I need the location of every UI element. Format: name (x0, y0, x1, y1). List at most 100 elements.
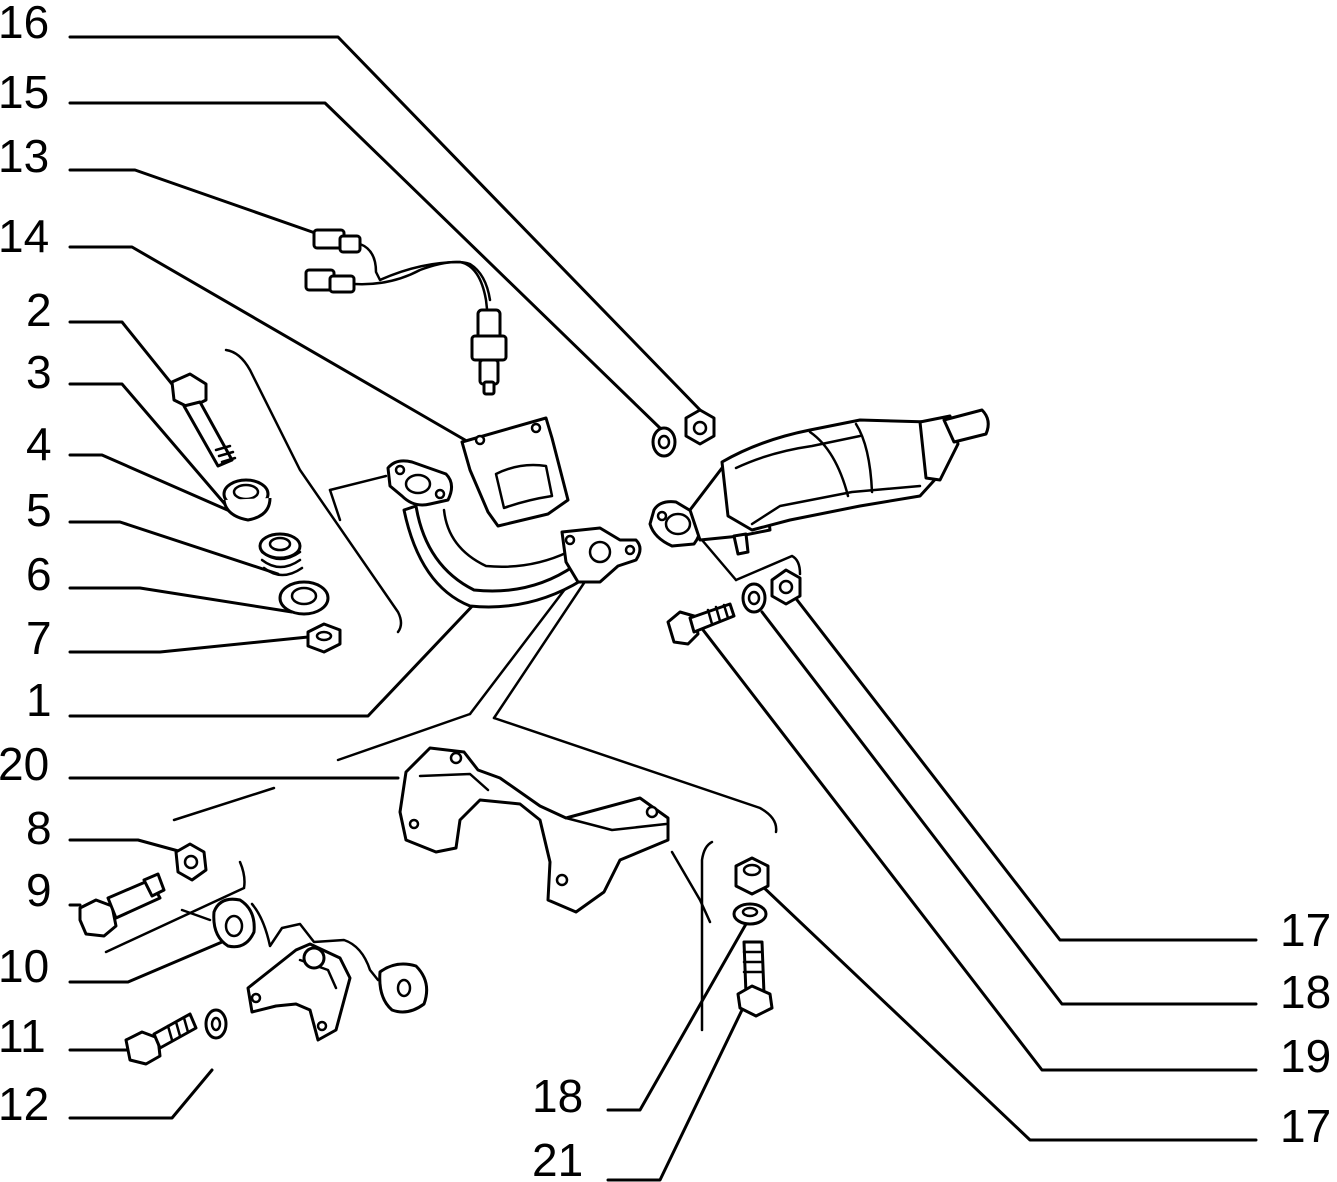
callout-10: 10 (0, 940, 49, 992)
bracket-right-upper (734, 554, 802, 582)
flange-hardware (170, 372, 342, 654)
leader-10 (68, 940, 224, 984)
callout-15: 15 (0, 66, 49, 118)
bracket-right-vertical (700, 840, 714, 1032)
cat-outlet-pipe (942, 408, 990, 444)
leader-lines (68, 35, 1258, 1182)
heat-shield-bulge (494, 463, 554, 510)
bracket-20-hole-b (645, 805, 659, 819)
washer-18-lower-hole (741, 906, 759, 918)
cat-inlet-port (664, 512, 692, 536)
pipe-tube-inner (442, 508, 570, 568)
callout-3: 3 (26, 346, 52, 398)
callout-2: 2 (26, 284, 52, 336)
bracket-pipe-vertical (328, 488, 342, 522)
bracket-bracket-link (180, 908, 212, 922)
heat-shield-body (460, 416, 570, 528)
leader-13 (68, 168, 320, 236)
callout-4: 4 (26, 418, 52, 470)
leader-3 (68, 382, 232, 512)
washer-12-hole (210, 1016, 222, 1032)
leader-19 (698, 624, 1258, 1072)
bracket-left-upper (224, 348, 403, 634)
bracket-20-hole-a (449, 751, 463, 765)
callout-16: 16 (0, 0, 49, 48)
stud-bolt-shank (182, 400, 234, 468)
leader-8 (68, 838, 184, 854)
lower-left-bracket (78, 842, 429, 1066)
bolt-9-tip (142, 872, 166, 898)
leader-17-upper (792, 594, 1258, 942)
callout-13: 13 (0, 130, 49, 182)
bolt-9-shank (106, 878, 162, 920)
cat-hardware-upper (651, 408, 716, 458)
bracket-20-hole-d (555, 873, 569, 887)
cat-heat-rib (808, 422, 874, 498)
callout-17-upper: 17 (1280, 904, 1331, 956)
leader-4 (68, 453, 234, 514)
callout-18-lower: 18 (532, 1070, 583, 1122)
callout-8: 8 (26, 802, 52, 854)
bolt-21-head (736, 984, 774, 1018)
mounting-bracket-20 (398, 746, 670, 914)
leader-18-upper (760, 610, 1258, 1006)
callout-6: 6 (26, 548, 52, 600)
bolt-11-thread (166, 1016, 190, 1042)
leader-5 (68, 520, 280, 576)
callout-12: 12 (0, 1078, 49, 1130)
sensor-wire-2 (352, 260, 492, 302)
cat-body (720, 418, 944, 532)
stud-bolt-head (170, 372, 208, 410)
leader-15 (68, 101, 664, 432)
catalytic-converter (648, 408, 990, 556)
bracket-20-hole-c (408, 818, 420, 830)
leader-1 (68, 598, 480, 718)
callout-19: 19 (1280, 1030, 1331, 1082)
pipe-end-port (588, 540, 612, 564)
leader-7 (68, 634, 320, 654)
spring-seat-hole (232, 483, 260, 501)
cup-washer-hole (290, 586, 318, 606)
callout-17-lower: 17 (1280, 1100, 1331, 1152)
spring-seat-rim (222, 497, 272, 522)
sensor-connector-b2 (328, 274, 356, 294)
pipe-end-bolt-2 (624, 544, 636, 556)
washer-15-hole (657, 434, 671, 450)
callout-20: 20 (0, 738, 49, 790)
pipe-flange-bolt-a (394, 464, 406, 476)
callout-5: 5 (26, 484, 52, 536)
callout-9: 9 (26, 864, 52, 916)
spring-coil-hole (268, 536, 292, 552)
pipe-flange-port (404, 473, 432, 495)
bracket-left-lower (104, 786, 276, 954)
leader-16 (68, 35, 704, 414)
sensor-tip (478, 358, 500, 386)
group-brackets (104, 348, 802, 1032)
hanger-bracket-hole-a (250, 992, 262, 1004)
pipe-flange-bolt-b (434, 488, 446, 500)
bolt-11-shank (152, 1012, 198, 1050)
callout-14: 14 (0, 210, 49, 262)
bracket-pipe-link (328, 474, 388, 492)
heat-shield-hole-b (530, 422, 542, 434)
heat-shield (460, 416, 570, 528)
bracket-flange-link (670, 850, 712, 924)
spring-coils (260, 550, 304, 577)
stud-bolt-thread (214, 444, 237, 464)
lower-right-hardware (732, 856, 774, 1018)
leader-14 (68, 245, 467, 442)
callout-11: 11 (0, 1010, 46, 1062)
cat-hardware-lower (666, 568, 802, 646)
bracket-20-body (398, 746, 670, 914)
callout-18-upper: 18 (1280, 966, 1331, 1018)
callout-1: 1 (26, 674, 52, 726)
front-pipe (386, 459, 642, 609)
hanger-rod (250, 902, 380, 982)
bolt-9-head (78, 898, 118, 938)
pipe-end-bolt (564, 534, 576, 546)
rubber-mount-hole (396, 978, 412, 998)
callout-7: 7 (26, 612, 52, 664)
sensor-hex (470, 334, 508, 362)
cat-inlet-bolt (656, 510, 668, 522)
